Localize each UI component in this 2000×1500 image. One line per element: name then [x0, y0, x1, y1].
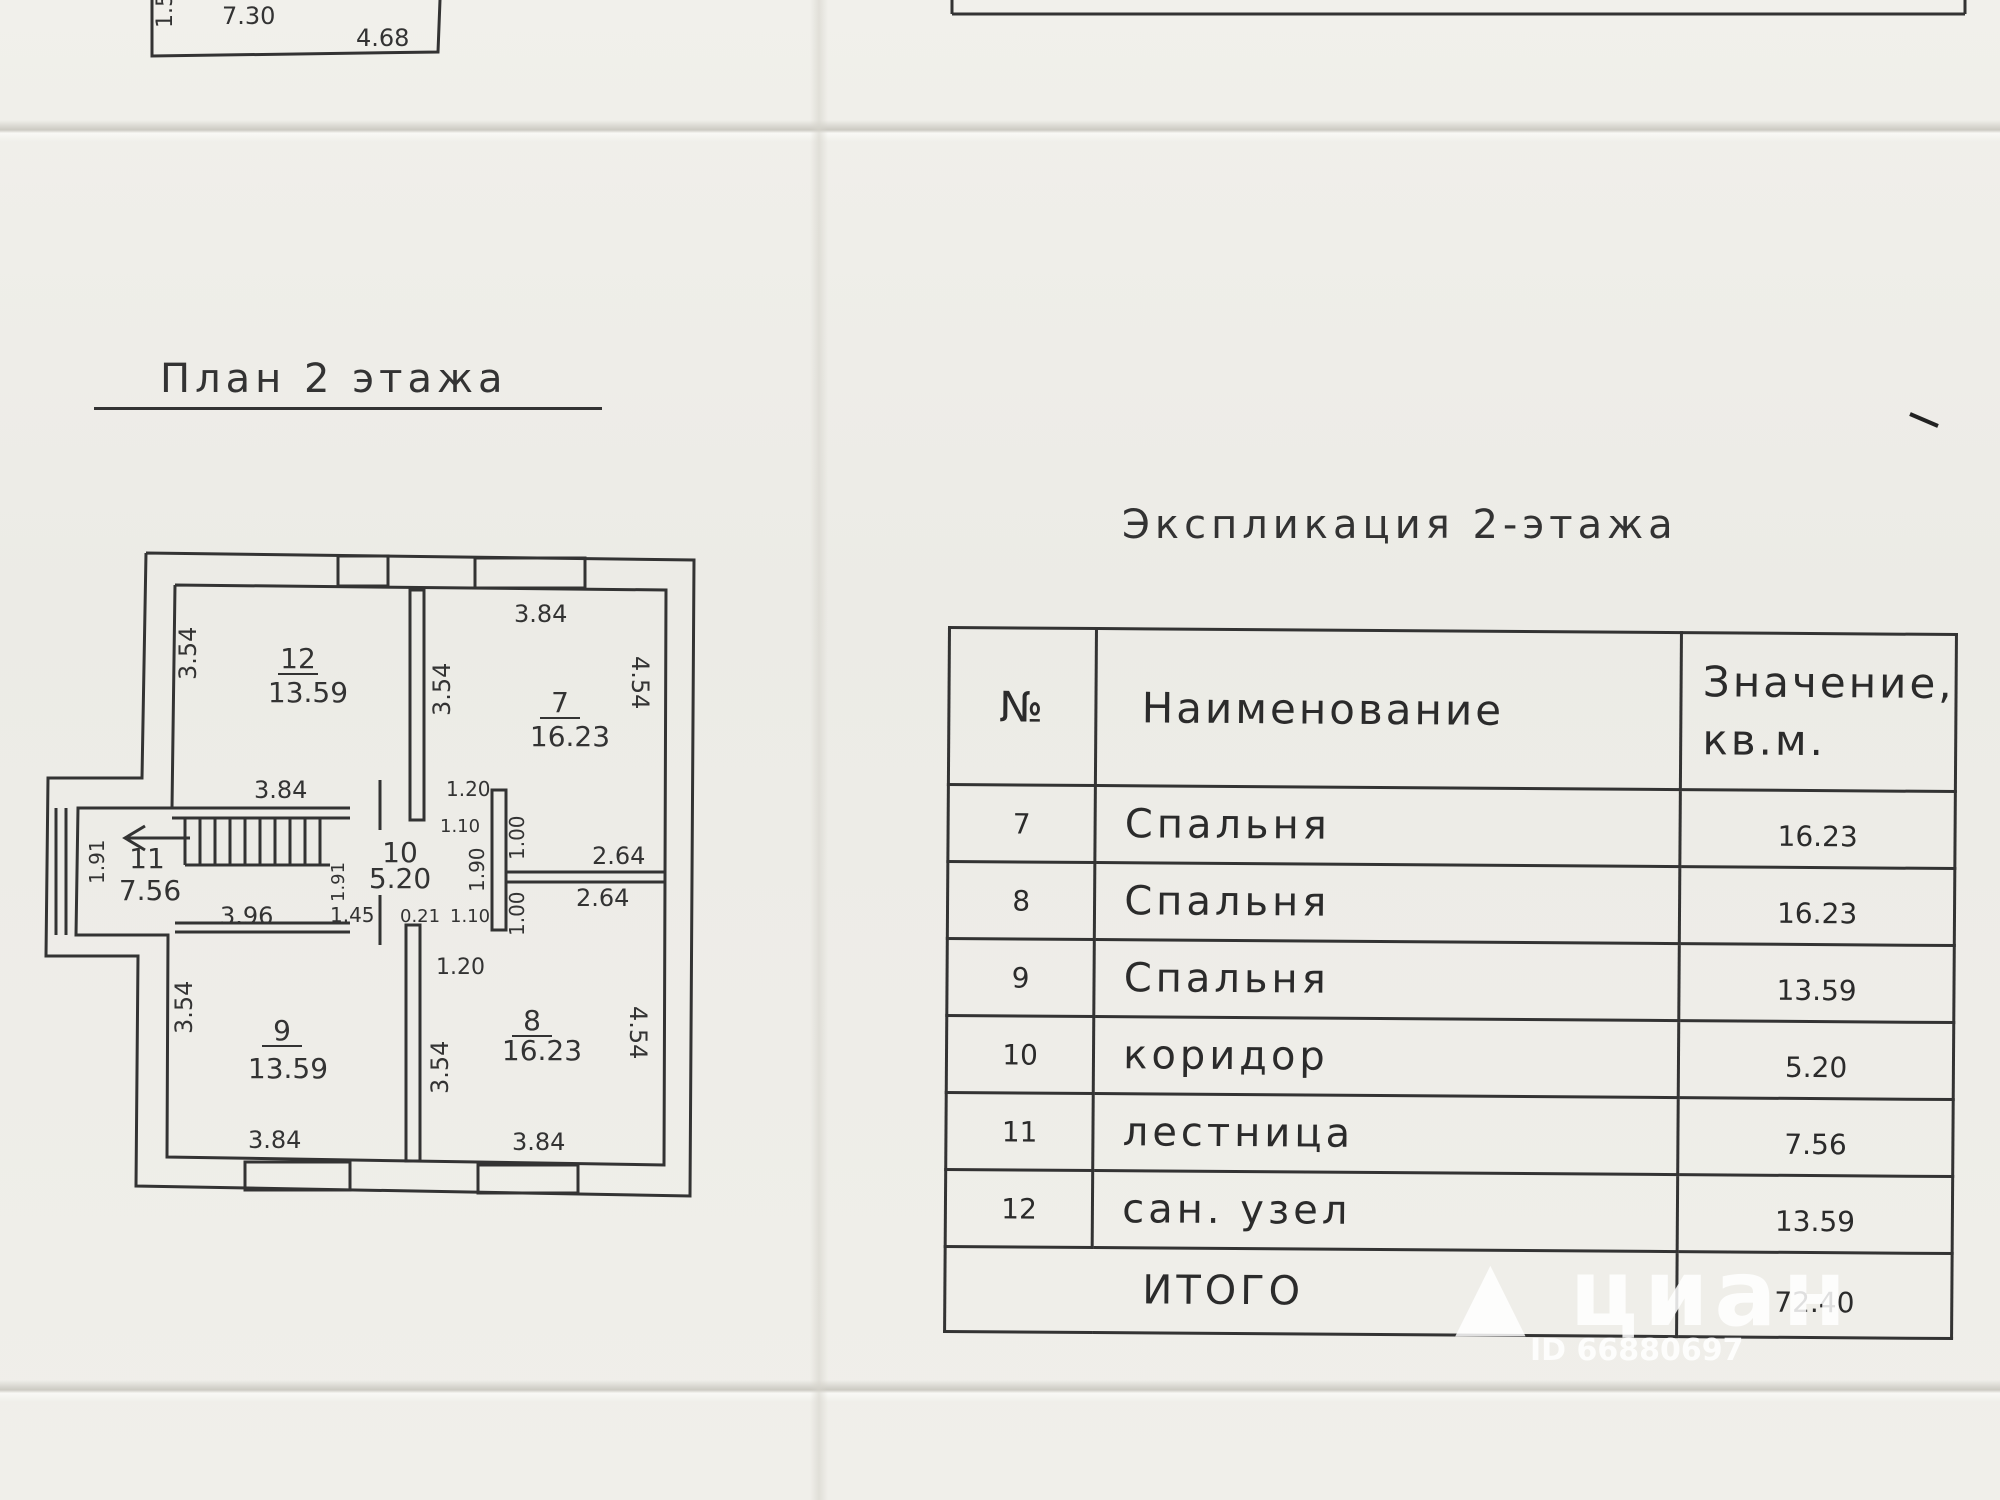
room-7-area: 16.23: [530, 720, 610, 753]
row-value: 7.56: [1677, 1097, 1954, 1177]
top-fragment: [150, 0, 1967, 58]
watermark-id: ID 66880697: [1530, 1333, 1744, 1368]
explication-table: № Наименование Значение, кв.м. 7 Спальня…: [943, 626, 1958, 1340]
row-name: Спальня: [1094, 862, 1681, 944]
table-row: 7 Спальня 16.23: [947, 784, 1956, 869]
dim-264-upper: 2.64: [592, 842, 645, 870]
top-dim-c: 1.5: [153, 0, 178, 28]
table-row: 9 Спальня 13.59: [946, 938, 1955, 1023]
row-num: 7: [947, 784, 1096, 863]
dim-145: 1.45: [330, 903, 375, 927]
row-name: Спальня: [1094, 939, 1680, 1021]
room-10-area: 5.20: [369, 862, 431, 895]
row-num: 10: [946, 1015, 1095, 1094]
dim-454-room8-right: 4.54: [624, 1006, 652, 1059]
dim-396-stair: 3.96: [220, 902, 273, 930]
dim-354-room9-right: 3.54: [426, 1041, 454, 1094]
floor-plan-walls: [44, 551, 696, 1198]
dim-110-lower: 1.10: [450, 906, 490, 927]
dim-191-stair-right: 1.91: [328, 862, 349, 902]
room-12-area: 13.59: [268, 676, 348, 709]
dim-354-room12-left: 3.54: [174, 627, 202, 680]
dim-384-room7-top: 3.84: [514, 600, 567, 628]
paper-fold-bottom: [0, 1380, 2000, 1402]
dim-384-room9-bottom: 3.84: [248, 1126, 301, 1154]
dim-110-upper: 1.10: [440, 816, 480, 837]
dim-120-lower: 1.20: [436, 955, 485, 980]
dim-454-room7-right: 4.54: [626, 656, 654, 709]
room-7-number: 7: [551, 686, 569, 719]
dim-120-upper: 1.20: [446, 777, 491, 801]
room-11-number: 11: [129, 842, 165, 875]
table-header-row: № Наименование Значение, кв.м.: [948, 627, 1957, 792]
row-name: коридор: [1093, 1016, 1680, 1098]
top-dim-a: 7.30: [222, 2, 275, 30]
table-row: 8 Спальня 16.23: [947, 861, 1955, 946]
row-num: 8: [947, 861, 1096, 940]
cian-watermark-logo: ▲ циан: [1455, 1240, 1853, 1347]
plan-title-underline: [94, 407, 602, 410]
watermark-brand: циан: [1569, 1240, 1853, 1347]
pen-mark: [1909, 412, 1939, 428]
room-9-number: 9: [273, 1014, 291, 1047]
row-value: 13.59: [1679, 943, 1955, 1023]
dim-384-room12-bottom: 3.84: [254, 776, 307, 804]
row-num: 9: [946, 938, 1095, 1017]
row-num: 11: [945, 1092, 1094, 1171]
header-num: №: [948, 627, 1097, 786]
table-row: 10 коридор 5.20: [946, 1015, 1954, 1100]
row-name: лестница: [1092, 1093, 1679, 1175]
table-row: 11 лестница 7.56: [945, 1092, 1954, 1177]
dim-021: 0.21: [400, 906, 440, 927]
row-num: 12: [945, 1169, 1093, 1248]
dim-100-lower: 1.00: [505, 891, 529, 936]
row-value: 16.23: [1680, 789, 1956, 869]
room-12-number: 12: [280, 642, 316, 675]
room-10-number: 10: [382, 836, 418, 869]
explication-title: Экспликация 2-этажа: [1122, 502, 1678, 548]
dim-354-room9-left: 3.54: [170, 981, 198, 1034]
room-8-number: 8: [523, 1004, 541, 1037]
room-8-area: 16.23: [502, 1034, 582, 1067]
header-name: Наименование: [1095, 628, 1682, 790]
header-value: Значение, кв.м.: [1680, 632, 1957, 792]
row-value: 5.20: [1678, 1020, 1954, 1100]
room-11-area: 7.56: [119, 874, 181, 907]
dim-384-room8-bottom: 3.84: [512, 1128, 565, 1156]
row-value: 16.23: [1679, 866, 1955, 946]
top-dim-b: 4.68: [356, 24, 409, 52]
row-name: Спальня: [1095, 785, 1681, 867]
dim-264-lower: 2.64: [576, 884, 629, 912]
plan-title: План 2 этажа: [160, 356, 508, 402]
dim-354-room12-right: 3.54: [428, 663, 456, 716]
dim-100-upper: 1.00: [505, 815, 529, 860]
paper-fold-vertical: [810, 0, 828, 1500]
paper-fold-top: [0, 120, 2000, 142]
room-9-area: 13.59: [248, 1052, 328, 1085]
dim-191-stair-left: 1.91: [85, 839, 109, 884]
dim-190-corr: 1.90: [465, 847, 489, 892]
